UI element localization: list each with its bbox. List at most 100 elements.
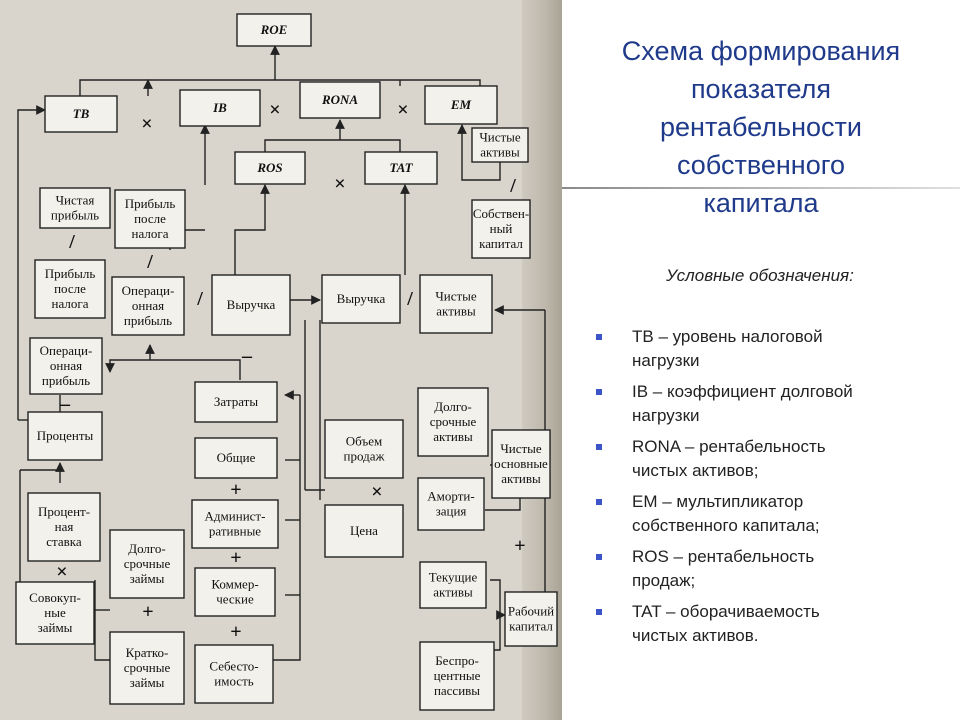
box-label-line: основные bbox=[494, 456, 548, 471]
box-label-line: Общие bbox=[217, 450, 256, 465]
box-label-line: Чистая bbox=[56, 193, 95, 208]
box-label-line: TB bbox=[73, 106, 90, 121]
box-label-line: Рабочий bbox=[508, 604, 554, 619]
box-label-line: Аморти- bbox=[427, 489, 474, 504]
legend-item-line: ROS – рентабельность bbox=[632, 547, 815, 566]
legend-item-line: IB – коэффициент долговой bbox=[632, 382, 853, 401]
box-label: Проценты bbox=[37, 428, 94, 443]
box-label-line: активы bbox=[433, 585, 473, 600]
box-ros: ROS bbox=[234, 151, 306, 185]
box-label-line: активы bbox=[436, 304, 476, 319]
op-times-ros-tat: × bbox=[334, 173, 345, 195]
bullet-icon bbox=[596, 334, 602, 340]
box-roe: ROE bbox=[236, 13, 312, 47]
box-em: EM bbox=[424, 85, 498, 125]
title-line: Схема формирования bbox=[621, 36, 901, 66]
op-plus-admin: + bbox=[230, 547, 241, 569]
box-label-line: капитал bbox=[509, 619, 553, 634]
box-label-line: IB bbox=[212, 100, 227, 115]
box-label-line: RONA bbox=[321, 92, 358, 107]
box-label-line: имость bbox=[214, 674, 253, 689]
op-divide-ros: / bbox=[196, 288, 203, 310]
box-label-line: налога bbox=[132, 226, 169, 241]
box-label-line: ративные bbox=[209, 524, 261, 539]
box-label: ROS bbox=[256, 160, 282, 175]
legend-title: Условные обозначения: bbox=[666, 266, 854, 285]
bullet-icon bbox=[596, 444, 602, 450]
box-label-line: Прибыль bbox=[45, 266, 96, 281]
op-divide-tb: / bbox=[68, 231, 75, 253]
box-label-line: срочные bbox=[430, 414, 477, 429]
box-label: TB bbox=[73, 106, 90, 121]
box-label-line: Прибыль bbox=[125, 196, 176, 211]
box-label-line: ные bbox=[44, 605, 66, 620]
box-label-line: после bbox=[134, 211, 166, 226]
box-cost-price: Себесто-имость bbox=[194, 644, 274, 704]
legend-item: IB – коэффициент долговой нагрузки bbox=[596, 380, 946, 428]
box-label-line: EM bbox=[450, 97, 472, 112]
op-minus-costs: – bbox=[241, 345, 253, 367]
legend-item-line: чистых активов. bbox=[632, 626, 759, 645]
box-label-line: Совокуп- bbox=[29, 590, 81, 605]
box-label: Цена bbox=[350, 523, 378, 538]
op-times-rate-loans: × bbox=[56, 561, 67, 583]
box-label-line: ROE bbox=[260, 22, 288, 37]
bullet-icon bbox=[596, 389, 602, 395]
title-line: капитала bbox=[703, 188, 819, 218]
box-label-line: Кратко- bbox=[126, 645, 169, 660]
legend-item-line: TAT – оборачиваемость bbox=[632, 602, 820, 621]
box-label-line: ROS bbox=[256, 160, 282, 175]
op-times-volume-price: × bbox=[371, 481, 382, 503]
op-plus-loans: + bbox=[142, 601, 153, 623]
op-times-tb-ib: × bbox=[141, 113, 152, 135]
box-label: Затраты bbox=[214, 394, 258, 409]
box-label: Админист-ративные bbox=[205, 509, 266, 539]
title-line: собственного bbox=[676, 150, 845, 180]
box-label-line: капитал bbox=[479, 236, 523, 251]
box-label: Коммер-ческие bbox=[211, 577, 258, 607]
box-label-line: активы bbox=[480, 145, 520, 160]
box-label-line: прибыль bbox=[42, 373, 90, 388]
box-label-line: прибыль bbox=[51, 208, 99, 223]
box-depreciation: Аморти-зация bbox=[417, 477, 485, 531]
box-label-line: Себесто- bbox=[209, 659, 258, 674]
box-label-line: ставка bbox=[46, 534, 82, 549]
box-label-line: Выручка bbox=[227, 297, 276, 312]
box-label-line: прибыль bbox=[124, 313, 172, 328]
box-label: EM bbox=[450, 97, 472, 112]
box-label-line: онная bbox=[50, 358, 82, 373]
legend-item-line: нагрузки bbox=[632, 406, 700, 425]
box-label-line: Чистые bbox=[479, 130, 521, 145]
box-label-line: ная bbox=[55, 519, 74, 534]
box-label-line: Коммер- bbox=[211, 577, 258, 592]
op-divide-em: / bbox=[509, 175, 516, 197]
box-revenue-right: Выручка bbox=[321, 274, 401, 324]
box-label-line: займы bbox=[130, 675, 165, 690]
box-label-line: налога bbox=[52, 296, 89, 311]
box-label-line: Чистые bbox=[500, 441, 542, 456]
op-divide-tat: / bbox=[406, 288, 413, 310]
